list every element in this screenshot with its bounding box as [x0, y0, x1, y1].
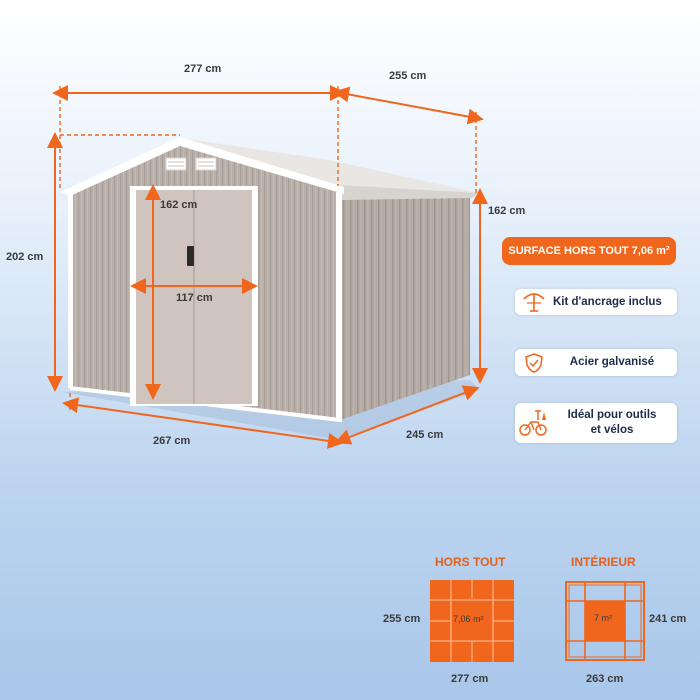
total-height-label: 202 cm — [6, 251, 44, 263]
outer-plan-width: 277 cm — [451, 673, 489, 685]
feature-tools-bikes: Idéal pour outils et vélos — [515, 403, 677, 443]
inner-plan-diagram — [565, 581, 645, 661]
side-wall — [340, 195, 470, 420]
door-width-label: 117 cm — [176, 292, 213, 304]
side-height-label: 162 cm — [488, 205, 526, 217]
outer-plan-depth: 255 cm — [383, 613, 421, 625]
feature-anchor-kit: Kit d'ancrage inclus — [515, 289, 677, 315]
surface-badge: SURFACE HORS TOUT 7,06 m² — [502, 237, 676, 265]
door-height-label: 162 cm — [160, 199, 198, 211]
anchor-kit-icon — [515, 291, 553, 313]
feature-galvanized-label: Acier galvanisé — [569, 356, 655, 368]
gable-trim — [60, 137, 344, 196]
outer-plan-area: 7,06 m² — [453, 614, 484, 624]
door-handle — [187, 246, 194, 266]
feature-anchor-kit-label: Kit d'ancrage inclus — [553, 295, 662, 308]
top-width-label: 277 cm — [184, 63, 222, 75]
inner-plan-width: 263 cm — [586, 673, 624, 685]
outer-plan-title: HORS TOUT — [435, 555, 506, 569]
feature-tools-bikes-line1: Idéal pour outils — [567, 409, 657, 421]
outer-plan-diagram — [430, 580, 514, 662]
base-depth-label: 245 cm — [406, 429, 444, 441]
inner-plan-area: 7 m² — [594, 613, 612, 623]
base-width-label: 267 cm — [153, 435, 191, 447]
tools-bike-icon — [515, 408, 553, 438]
feature-galvanized: Acier galvanisé — [515, 349, 677, 376]
top-depth-label: 255 cm — [389, 70, 427, 82]
inner-plan-title: INTÉRIEUR — [571, 555, 636, 569]
galvanized-shield-icon — [515, 352, 553, 374]
feature-tools-bikes-line2: et vélos — [590, 424, 634, 436]
inner-plan-depth: 241 cm — [649, 613, 687, 625]
feature-tools-bikes-label: Idéal pour outils et vélos — [553, 408, 677, 438]
